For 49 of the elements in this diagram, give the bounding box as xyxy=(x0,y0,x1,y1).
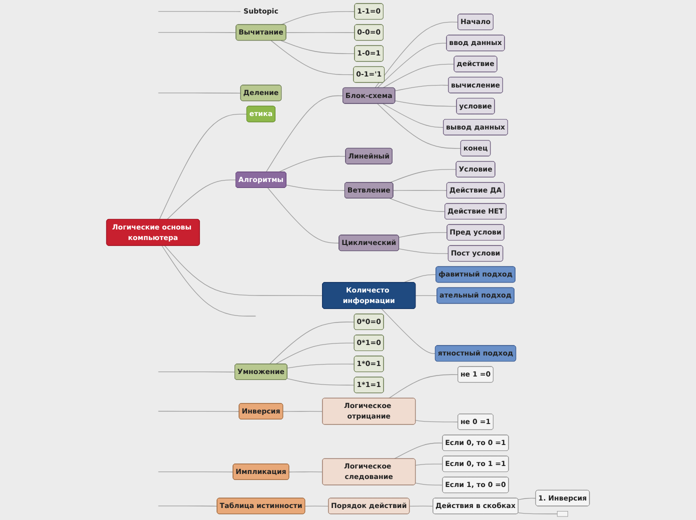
connector xyxy=(394,100,458,107)
connector xyxy=(286,32,356,33)
connector xyxy=(389,169,457,183)
connector xyxy=(394,442,443,460)
connector xyxy=(415,464,443,466)
connector xyxy=(415,295,438,296)
connector xyxy=(392,190,448,191)
connector xyxy=(158,410,240,412)
connector xyxy=(158,506,218,507)
connector xyxy=(374,22,458,88)
connector xyxy=(158,32,236,33)
connector xyxy=(389,198,446,212)
connector xyxy=(382,103,444,128)
connector xyxy=(158,471,234,472)
connector xyxy=(282,411,323,412)
connector xyxy=(377,42,448,88)
connector xyxy=(518,512,558,514)
connector xyxy=(275,342,355,364)
connector xyxy=(403,274,436,283)
connector xyxy=(286,378,355,386)
node-box xyxy=(557,511,568,517)
connector xyxy=(398,232,448,238)
connector xyxy=(158,371,236,372)
connector xyxy=(415,420,458,422)
connector xyxy=(267,188,340,244)
connector xyxy=(415,482,443,486)
connector xyxy=(394,84,449,92)
connector xyxy=(280,40,356,54)
connector xyxy=(278,156,346,172)
connector xyxy=(159,114,248,220)
connector xyxy=(269,322,355,364)
connector xyxy=(164,245,323,296)
connector xyxy=(388,374,458,399)
connector xyxy=(162,245,256,316)
connector xyxy=(280,11,356,26)
connector xyxy=(381,308,436,354)
connector xyxy=(266,95,344,172)
connector xyxy=(518,498,536,500)
connector xyxy=(398,248,449,254)
connector xyxy=(287,364,355,368)
connector xyxy=(377,103,462,149)
connector xyxy=(286,184,346,191)
connector xyxy=(409,506,434,507)
connector xyxy=(382,64,455,88)
connector xyxy=(166,180,236,220)
connector xyxy=(270,40,354,76)
connector xyxy=(304,506,329,507)
connector xyxy=(158,11,242,12)
connector xyxy=(158,92,242,94)
